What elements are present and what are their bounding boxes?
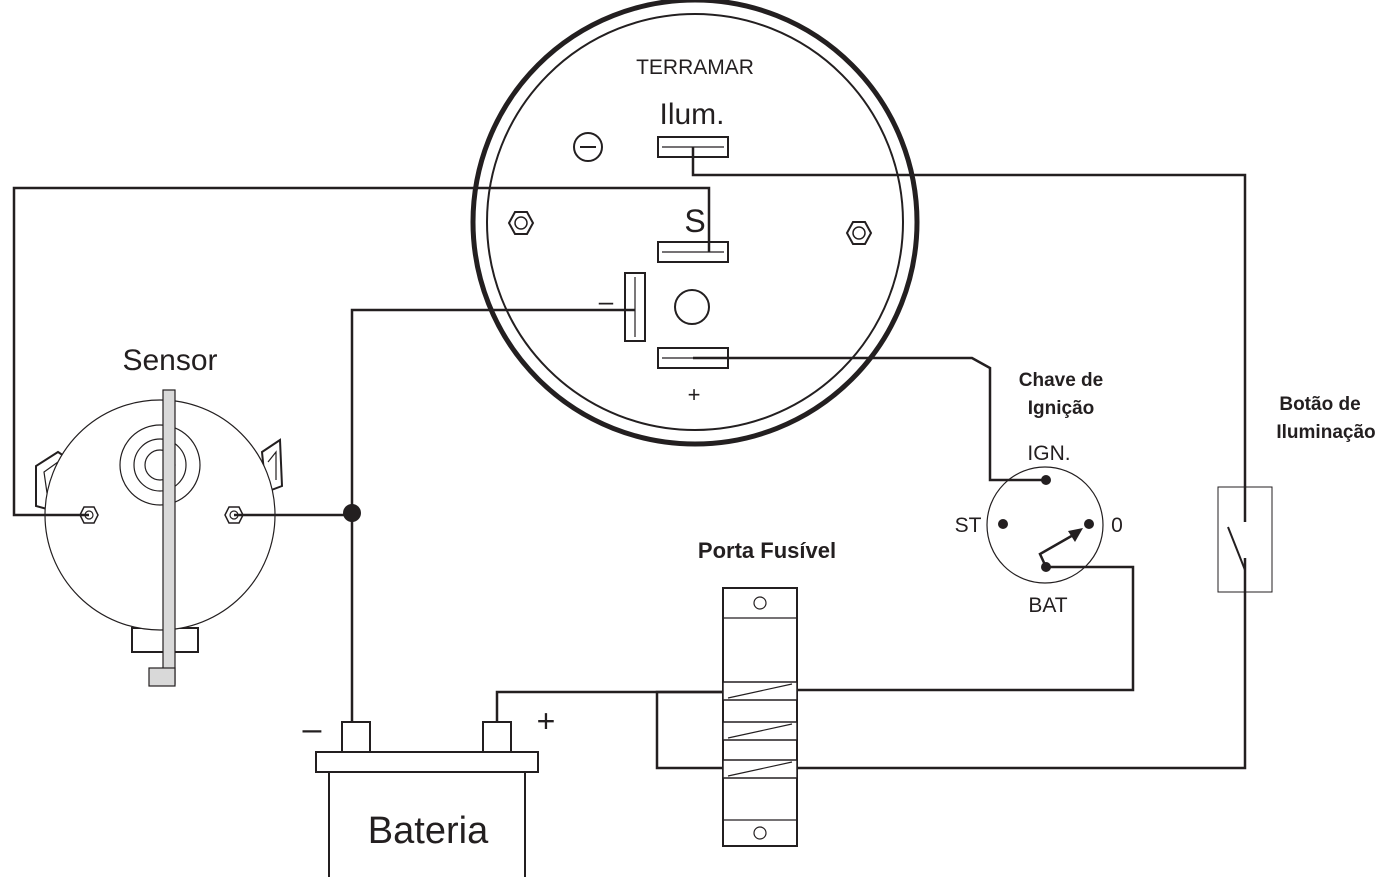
fuse-holder: Porta Fusível [698, 538, 836, 847]
ignition-zero-label: 0 [1111, 514, 1123, 537]
battery: Bateria – + [303, 703, 556, 877]
ignition-ign-label: IGN. [1027, 442, 1070, 465]
gauge: TERRAMAR Ilum. S – + [470, 0, 920, 447]
ignition-bat-label: BAT [1028, 594, 1067, 617]
light-switch: Botão de Iluminação [1217, 394, 1376, 593]
gauge-outer-ring [470, 0, 920, 447]
wire-ilum-to-light-switch [691, 147, 1247, 487]
wiring [12, 147, 1247, 770]
battery-body [328, 771, 526, 877]
ignition-lever-arrow-icon [1068, 528, 1083, 542]
gauge-plus-label: + [688, 382, 701, 407]
battery-label: Bateria [368, 810, 489, 852]
battery-pos-post [482, 721, 512, 753]
gauge-s-label: S [684, 203, 705, 239]
wire-s-to-sensor [12, 186, 711, 517]
st-contact [998, 519, 1008, 529]
gauge-right-stud-icon [845, 221, 873, 245]
wire-plus-to-ign [693, 356, 1046, 482]
sensor-bar-foot [148, 667, 176, 687]
minus-circle-icon [573, 132, 603, 162]
gauge-left-stud-icon [507, 211, 535, 235]
ground-junction [343, 504, 361, 522]
wire-battery-to-fuse [495, 690, 723, 722]
sensor-label: Sensor [122, 344, 217, 377]
wire-light-switch-to-fuse [797, 592, 1247, 770]
ignition-title-line1: Chave de [1019, 370, 1103, 391]
sensor: Sensor [35, 344, 284, 687]
gauge-ilum-label: Ilum. [659, 98, 724, 131]
battery-pos-label: + [537, 703, 556, 739]
sensor-bar [162, 389, 176, 685]
center-hole [674, 289, 710, 325]
battery-lid [315, 751, 539, 773]
gauge-brand: TERRAMAR [636, 56, 754, 79]
wire-bat-to-fuse [797, 565, 1135, 692]
ignition-switch: Chave de Ignição IGN. ST 0 BAT [955, 370, 1123, 617]
light-switch-title-line2: Iluminação [1276, 422, 1375, 443]
gauge-inner-ring [486, 13, 904, 431]
battery-neg-post [341, 721, 371, 753]
ignition-body [986, 466, 1104, 584]
zero-contact [1084, 519, 1094, 529]
battery-neg-label: – [303, 710, 322, 748]
fuse-body [722, 587, 798, 847]
wire-fuse-bridge [655, 690, 723, 770]
ignition-lever [1038, 532, 1076, 568]
fuse-label: Porta Fusível [698, 538, 836, 563]
light-switch-blade [1227, 526, 1246, 571]
ignition-st-label: ST [955, 514, 982, 537]
light-switch-title-line1: Botão de [1279, 394, 1360, 415]
ignition-title-line2: Ignição [1028, 398, 1095, 419]
wire-ground [350, 308, 635, 722]
gauge-minus-label: – [599, 286, 614, 316]
